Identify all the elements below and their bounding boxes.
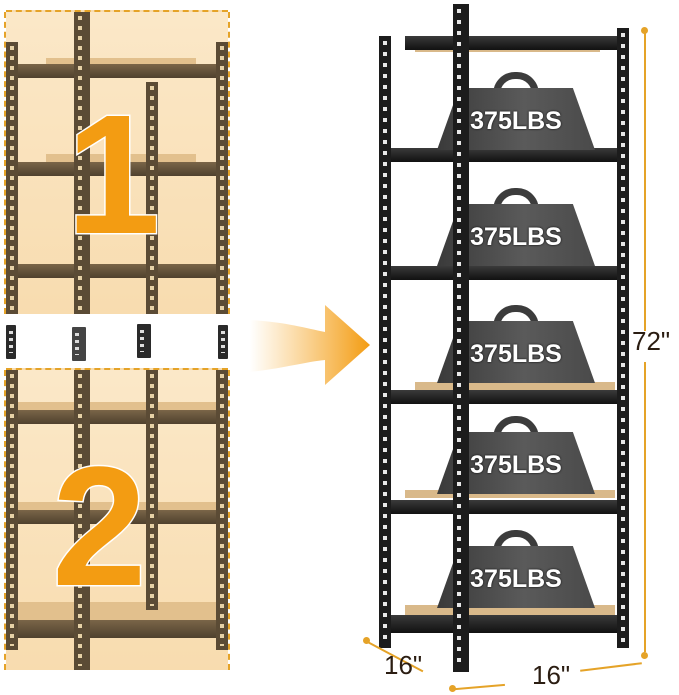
post bbox=[146, 370, 158, 610]
load-capacity-label: 375LBS bbox=[470, 565, 562, 593]
connector-bracket bbox=[72, 327, 86, 361]
height-dimension-label: 72" bbox=[632, 326, 671, 356]
height-dimension-line bbox=[644, 362, 646, 652]
weight-handle bbox=[493, 305, 539, 331]
shelf-beam bbox=[385, 615, 625, 633]
dashed-outline-left bbox=[4, 370, 6, 670]
assembled-shelf: 375LBS 375LBS 375LBS 375LBS 375LBS bbox=[375, 0, 635, 695]
depth-dimension-label: 16" bbox=[384, 650, 423, 680]
shelf-beam bbox=[12, 510, 222, 524]
unit-2-panel: 2 bbox=[4, 368, 230, 670]
post bbox=[74, 12, 90, 314]
connector-bracket bbox=[6, 325, 16, 359]
shelf-beam bbox=[12, 162, 222, 176]
shelf-beam bbox=[12, 410, 222, 424]
dimension-marker bbox=[641, 652, 648, 659]
unit-number-2: 2 bbox=[51, 432, 149, 622]
post-back-left bbox=[379, 36, 391, 648]
shelf-beam bbox=[12, 264, 222, 278]
load-capacity-label: 375LBS bbox=[470, 340, 562, 368]
post-front bbox=[453, 4, 469, 672]
shelf-beam bbox=[385, 266, 625, 280]
shelf-board bbox=[16, 402, 221, 412]
dashed-outline-right bbox=[228, 370, 230, 670]
post bbox=[216, 42, 228, 314]
post bbox=[216, 370, 228, 650]
shelf-board bbox=[415, 382, 615, 390]
weight-tier-2: 375LBS bbox=[437, 188, 595, 266]
load-capacity-label: 375LBS bbox=[470, 107, 562, 135]
connector-bracket bbox=[137, 324, 151, 358]
dashed-outline-left bbox=[4, 12, 6, 314]
post bbox=[74, 370, 90, 670]
dashed-outline-right bbox=[228, 12, 230, 314]
width-dimension-label: 16" bbox=[532, 660, 571, 690]
shelf-board bbox=[46, 58, 196, 68]
shelf-beam bbox=[385, 148, 625, 162]
shelf-board bbox=[16, 602, 221, 620]
load-capacity-label: 375LBS bbox=[470, 223, 562, 251]
shelf-beam bbox=[405, 36, 625, 50]
shelf-beam bbox=[12, 620, 222, 638]
shelf-board bbox=[16, 502, 221, 512]
post bbox=[146, 82, 158, 314]
connector-bracket bbox=[218, 325, 228, 359]
shelf-board bbox=[46, 154, 196, 164]
dimension-marker bbox=[449, 685, 456, 692]
post bbox=[6, 42, 18, 314]
shelf-board bbox=[405, 490, 615, 498]
shelf-beam bbox=[385, 390, 625, 404]
shelf-beam bbox=[12, 64, 222, 78]
post-right bbox=[617, 28, 629, 648]
weight-handle bbox=[493, 188, 539, 214]
dimension-marker bbox=[641, 27, 648, 34]
arrow-right-icon bbox=[250, 305, 370, 385]
weight-handle bbox=[493, 72, 539, 98]
weight-handle bbox=[493, 530, 539, 556]
height-dimension-line bbox=[644, 31, 646, 331]
weight-handle bbox=[493, 416, 539, 442]
post bbox=[6, 370, 18, 650]
load-capacity-label: 375LBS bbox=[470, 451, 562, 479]
unit-1-panel: 1 bbox=[4, 10, 230, 314]
unit-number-1: 1 bbox=[65, 80, 163, 270]
shelf-beam bbox=[385, 500, 625, 514]
